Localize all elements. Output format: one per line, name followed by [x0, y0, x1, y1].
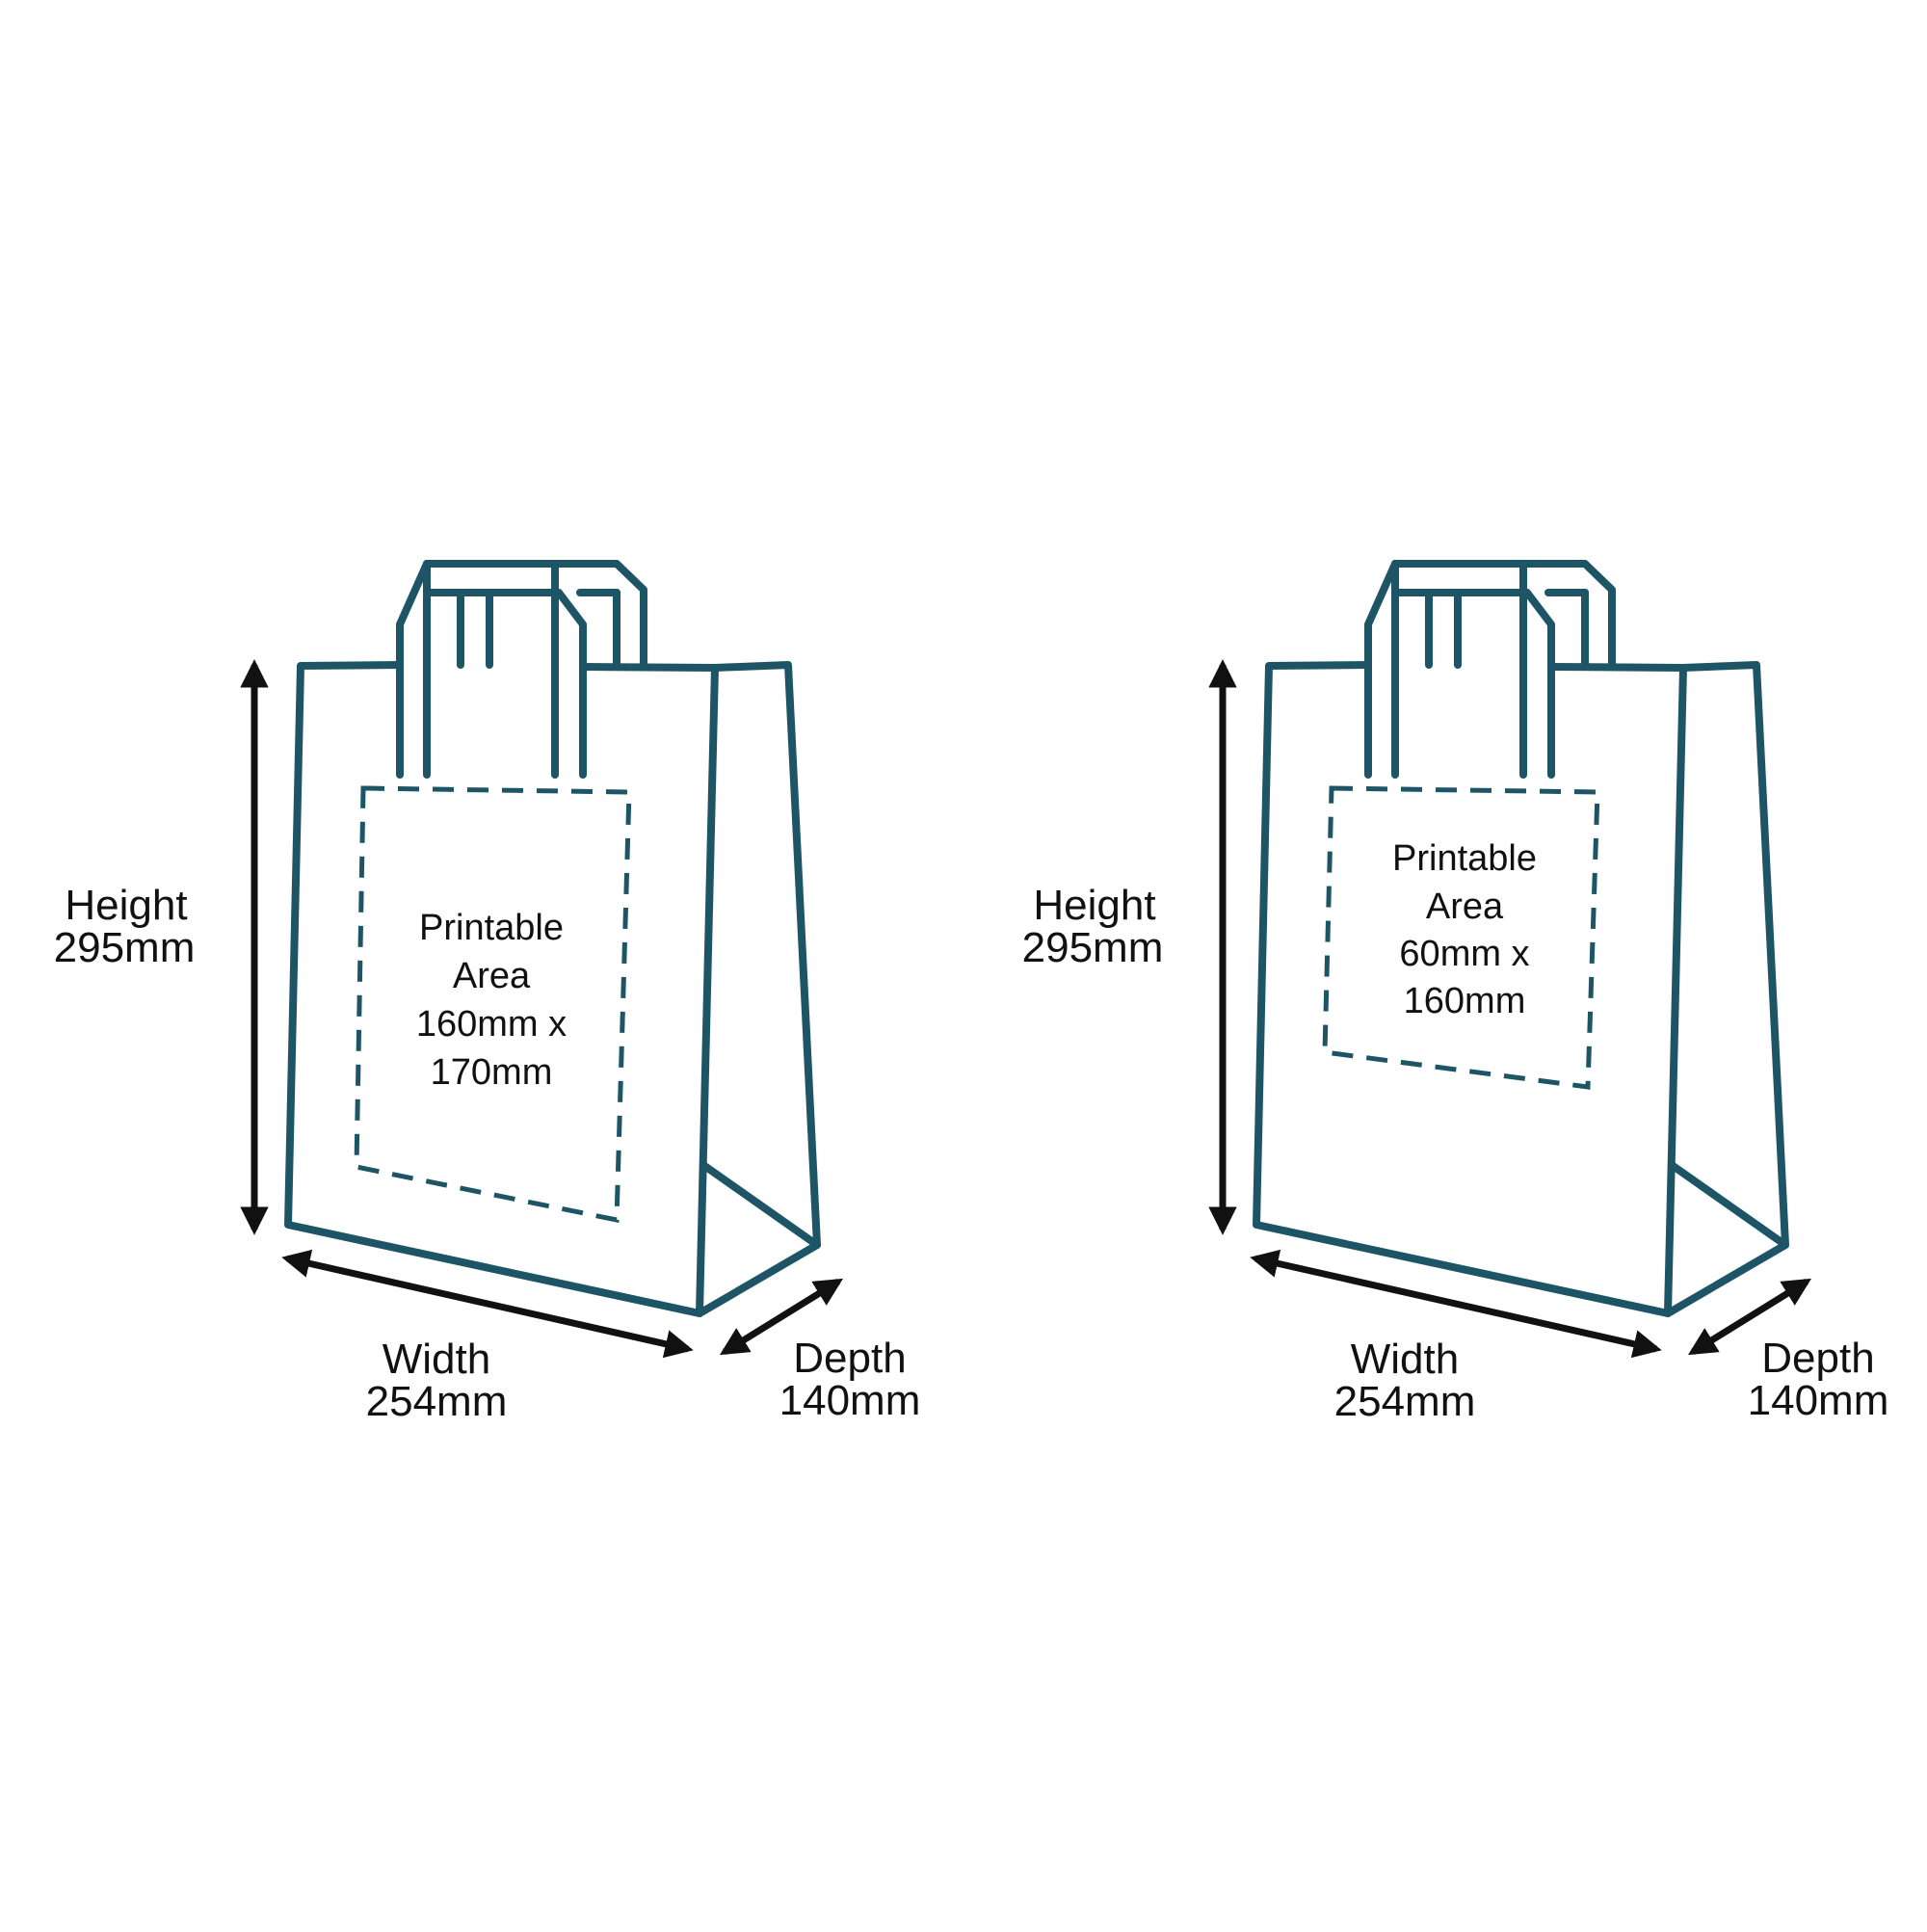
depth-label: Depth	[1761, 1335, 1874, 1382]
printable-area-line-2: Area	[453, 956, 531, 996]
printable-area-line-1: Printable	[1392, 838, 1537, 879]
depth-value: 140mm	[1748, 1377, 1889, 1424]
printable-area-outline	[354, 785, 632, 1224]
width-label: Width	[383, 1336, 490, 1383]
depth-arrow	[719, 1278, 844, 1356]
height-value: 295mm	[1022, 924, 1164, 971]
printable-area-line-3: 160mm x	[416, 1004, 567, 1045]
depth-label: Depth	[793, 1335, 906, 1382]
printable-area-line-4: 160mm	[1404, 981, 1526, 1021]
bag-diagram-1: Printable Area 160mm x 170mm Height 295m…	[54, 560, 921, 1425]
depth-value: 140mm	[779, 1377, 921, 1424]
depth-arrow	[1687, 1278, 1812, 1356]
width-label: Width	[1351, 1336, 1459, 1383]
printable-area-line-4: 170mm	[431, 1052, 553, 1093]
width-arrow	[1250, 1249, 1662, 1359]
width-arrow	[281, 1249, 694, 1359]
height-value: 295mm	[54, 924, 196, 971]
printable-area-line-3: 60mm x	[1399, 934, 1529, 974]
printable-area-line-2: Area	[1426, 887, 1504, 927]
printable-area-outline	[1322, 785, 1600, 1090]
bag-diagram-2: Printable Area 60mm x 160mm Height 295mm…	[1022, 560, 1889, 1425]
height-label: Height	[65, 882, 187, 929]
height-label: Height	[1033, 882, 1155, 929]
width-value: 254mm	[1334, 1378, 1476, 1425]
printable-area-line-1: Printable	[419, 908, 564, 948]
width-value: 254mm	[366, 1378, 508, 1425]
